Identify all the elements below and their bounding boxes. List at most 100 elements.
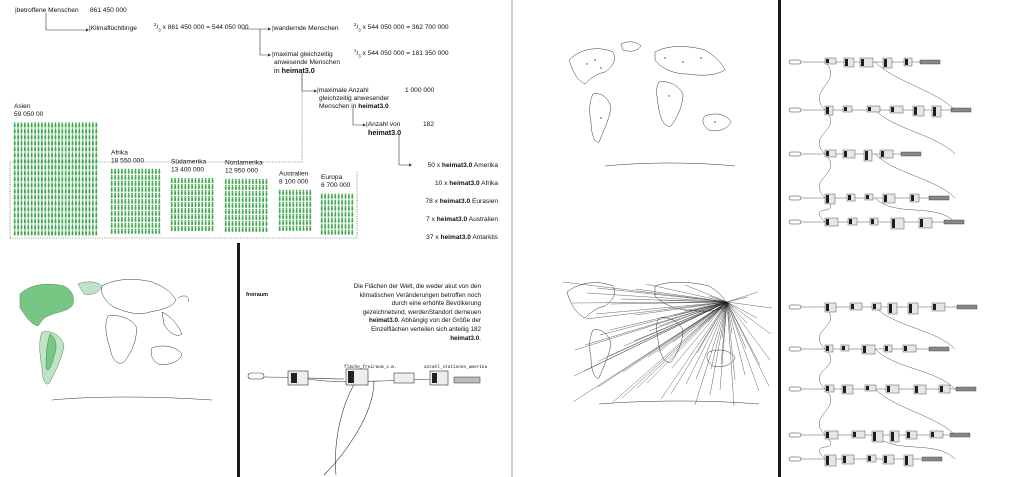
distribution-line [709, 301, 728, 396]
distribution-line [726, 301, 771, 361]
node-block [842, 105, 853, 113]
node-block [938, 384, 951, 394]
anzahl-von-label: |Anzahl von [366, 121, 401, 128]
map-north-america-highlight [19, 283, 74, 327]
node-port [915, 386, 918, 393]
node-port [842, 346, 845, 350]
multiplier-count: 78 x [425, 198, 440, 205]
node-port [863, 346, 866, 353]
node-block[interactable] [393, 372, 415, 384]
distribution-line [726, 301, 758, 319]
node-block [851, 430, 866, 439]
bar-value-label: 8 100 000 [279, 178, 309, 185]
multiplier-count: 50 x [427, 162, 442, 169]
distribution-line [707, 301, 728, 323]
bar-asien [13, 122, 98, 236]
distribution-line [726, 296, 749, 303]
node-port [844, 107, 847, 111]
node-port [291, 373, 297, 383]
distribution-line [562, 281, 728, 303]
world-map-affected [19, 279, 213, 401]
bar-afrika [110, 168, 161, 234]
node-blocks [788, 57, 972, 230]
distribution-line [682, 301, 728, 338]
distribution-line [608, 301, 728, 357]
distribution-line [684, 284, 728, 303]
node-graph-regions-top [788, 57, 972, 230]
map-africa-outline [656, 317, 684, 363]
vertical-bar-right [778, 0, 781, 477]
node-port [920, 219, 923, 227]
node-block [842, 149, 856, 159]
distribution-line [726, 301, 733, 334]
distribution-line [697, 301, 728, 328]
anzahl-von-brand: heimat3.0 [368, 128, 402, 137]
node-block [918, 217, 933, 229]
connector-max-anzahl [301, 72, 314, 92]
multiplier-row: 10 x heimat3.0 Afrika [398, 180, 498, 187]
node-output [928, 346, 950, 352]
node-block [871, 302, 882, 311]
node-port [861, 59, 864, 66]
node-block [824, 302, 837, 313]
distribution-line [620, 298, 728, 303]
distribution-line [609, 301, 728, 331]
map-australia-outline [706, 349, 736, 367]
map-north-america-outline [566, 282, 615, 319]
distribution-line [726, 301, 770, 387]
node-block [843, 57, 855, 68]
distribution-line [572, 301, 728, 403]
node-port [885, 346, 888, 351]
node-pill[interactable] [247, 372, 265, 380]
left-page: |betroffene Menschen 861 450 000 |Klimaf… [0, 0, 511, 477]
maximal-line-2: anwesende Menschen [274, 59, 340, 66]
world-map-top [568, 41, 736, 167]
node-pill [788, 432, 802, 438]
max-anzahl-line-2: gleichzeitig anwesender [319, 95, 390, 102]
node-port [940, 386, 943, 392]
node-port [905, 456, 908, 465]
connector-anzahl [352, 108, 363, 126]
multiplier-count: 37 x [426, 234, 441, 241]
node-port [843, 456, 846, 463]
node-block [847, 217, 858, 226]
node-port [866, 386, 869, 390]
distribution-line [583, 301, 728, 372]
multiplier-region: Antarktis [470, 234, 498, 241]
node-port [871, 219, 874, 224]
node-port [868, 456, 871, 461]
node-block [931, 302, 946, 312]
max-anzahl-line-3: Menschen in heimat3.0 [319, 103, 389, 110]
multiplier-row: 78 x heimat3.0 Eurasien [398, 198, 498, 205]
node-port [843, 386, 846, 393]
distribution-line [683, 301, 728, 312]
distribution-line [586, 292, 728, 303]
max-anzahl-value: 1 000 000 [405, 87, 435, 94]
multiplier-brand: heimat3.0 [436, 216, 468, 223]
map-australia-outline [151, 345, 183, 365]
node-port [826, 304, 829, 311]
node-block [909, 193, 920, 203]
node-output [955, 386, 977, 392]
node-output [949, 432, 971, 438]
node-graph-freiraum [247, 368, 481, 476]
node-port [826, 386, 829, 391]
node-output[interactable] [453, 376, 481, 384]
freiraum-title: freiraum [246, 292, 269, 298]
node-block [824, 57, 837, 65]
node-port [891, 432, 894, 441]
node-block [885, 384, 900, 394]
multiplier-brand: heimat3.0 [439, 198, 471, 205]
betroffene-value: 861 450 000 [90, 7, 127, 14]
map-eurasia-outline [101, 279, 177, 314]
distribution-line [657, 301, 728, 353]
distribution-line [708, 295, 728, 303]
node-block [907, 302, 919, 315]
node-blocks [788, 302, 978, 467]
node-block [882, 57, 893, 69]
distribution-line [596, 287, 728, 303]
distribution-line [610, 301, 728, 305]
node-port [873, 432, 876, 441]
distribution-line [574, 301, 728, 351]
